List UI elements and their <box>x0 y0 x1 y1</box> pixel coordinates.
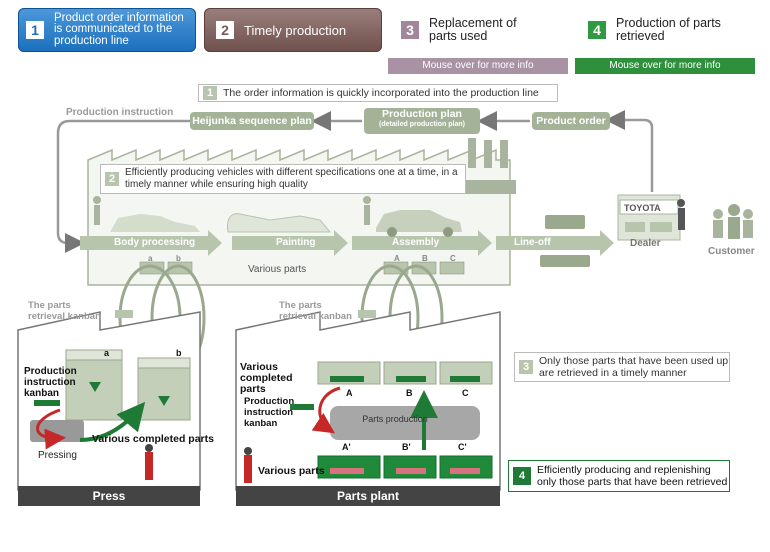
plant-various-parts-label: Various parts <box>258 465 325 477</box>
plant-part-A-prime: A' <box>342 442 351 452</box>
plant-part-A: A <box>346 388 353 398</box>
tab-label: Product order information is communicate… <box>54 11 184 47</box>
tab-production-of-parts-retrieved[interactable]: 4 Production of parts retrieved <box>584 8 754 52</box>
press-part-a: a <box>104 348 110 358</box>
parts-plant-title: Parts plant <box>236 486 500 506</box>
press-instruction-kanban: Production instruction kanban <box>24 366 77 399</box>
note-number: 2 <box>105 172 119 186</box>
body-processing-label: Body processing <box>114 237 196 248</box>
dealer-label: Dealer <box>630 238 661 249</box>
tab-number: 2 <box>216 21 234 39</box>
tab-order-information[interactable]: 1 Product order information is communica… <box>18 8 196 52</box>
tab-timely-production[interactable]: 2 Timely production <box>204 8 382 52</box>
factory-part-a: a <box>148 254 153 263</box>
note-number: 3 <box>519 360 533 374</box>
toyota-sign: TOYOTA <box>624 203 661 213</box>
assembly-label: Assembly <box>392 237 440 248</box>
tab-label: Replacement of parts used <box>429 16 517 43</box>
note-text: Only those parts that have been used up … <box>539 355 729 379</box>
note-2: 2 Efficiently producing vehicles with di… <box>100 164 466 194</box>
painting-label: Painting <box>276 237 316 248</box>
line-off-label: Line-off <box>514 237 551 248</box>
tab-number: 4 <box>588 21 606 39</box>
various-parts-label: Various parts <box>248 264 307 275</box>
tab-number: 3 <box>401 21 419 39</box>
plant-instruction-kanban: Production instruction kanban <box>244 396 295 429</box>
plant-part-B: B <box>406 388 413 398</box>
plant-completed-label: Various completed parts <box>240 361 293 395</box>
factory-part-C: C <box>450 254 456 263</box>
product-order-box: Product order <box>532 112 610 130</box>
factory-part-b: b <box>176 254 181 263</box>
plant-part-C: C <box>462 388 469 398</box>
production-plan-box: Production plan (detailed production pla… <box>364 108 480 134</box>
tab-number: 1 <box>26 21 44 39</box>
note-text: Efficiently producing vehicles with diff… <box>125 167 458 190</box>
parts-production-label: Parts production <box>362 414 428 424</box>
factory-part-B: B <box>422 254 428 263</box>
tab-label: Production of parts retrieved <box>616 16 721 43</box>
note-number: 1 <box>203 86 217 100</box>
production-plan-label: Production plan <box>382 108 462 120</box>
note-number: 4 <box>513 467 531 485</box>
factory-part-A: A <box>394 254 400 263</box>
mouseover-hint-tab3[interactable]: Mouse over for more info <box>388 58 568 74</box>
pressing-label: Pressing <box>38 450 77 461</box>
press-completed-label: Various completed parts <box>92 433 214 445</box>
plant-part-C-prime: C' <box>458 442 467 452</box>
press-part-b: b <box>176 348 182 358</box>
note-1: 1 The order information is quickly incor… <box>198 84 558 102</box>
plant-part-B-prime: B' <box>402 442 411 452</box>
note-4: 4 Efficiently producing and replenishing… <box>508 460 730 492</box>
customer-label: Customer <box>708 246 755 257</box>
kanban-label-right: The parts retrieval kanban <box>279 300 352 322</box>
production-instruction-label: Production instruction <box>66 107 174 118</box>
kanban-label-left: The parts retrieval kanban <box>28 300 101 322</box>
heijunka-plan-box: Heijunka sequence plan <box>190 112 314 130</box>
note-text: Efficiently producing and replenishing o… <box>537 464 728 488</box>
production-plan-sub: (detailed production plan) <box>379 121 465 128</box>
mouseover-hint-tab4[interactable]: Mouse over for more info <box>575 58 755 74</box>
tab-label: Timely production <box>244 22 347 38</box>
note-text: The order information is quickly incorpo… <box>223 87 539 99</box>
press-title: Press <box>18 486 200 506</box>
tab-replacement-of-parts[interactable]: 3 Replacement of parts used <box>397 8 557 52</box>
note-3: 3 Only those parts that have been used u… <box>514 352 730 382</box>
